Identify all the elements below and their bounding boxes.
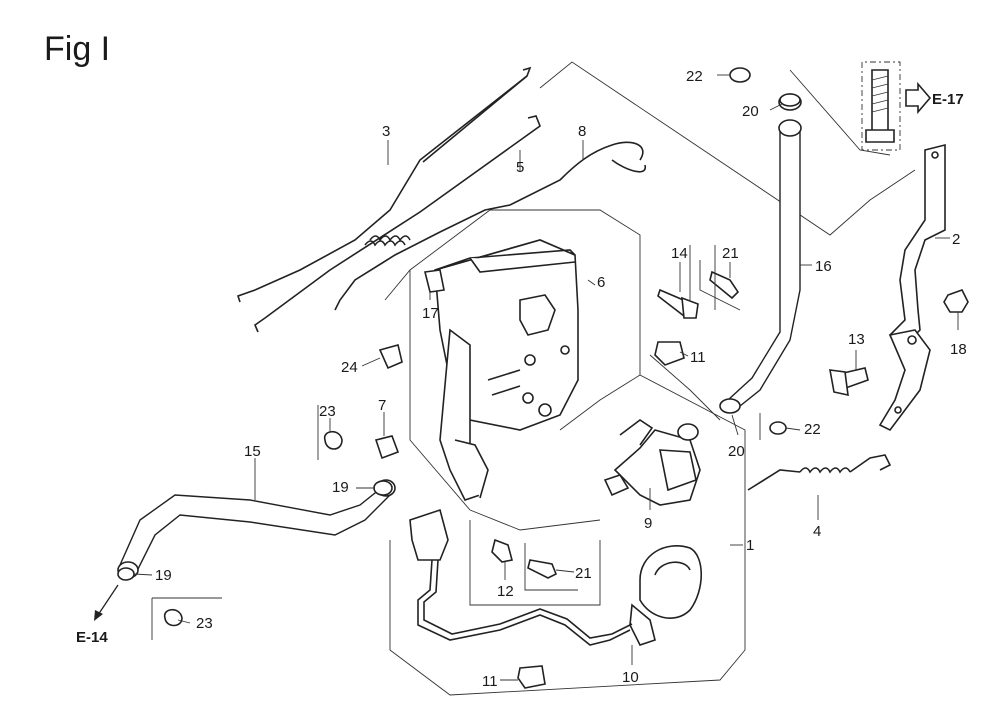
callout-12: 12 — [497, 583, 514, 600]
callout-16: 16 — [815, 258, 832, 275]
callout-numbers: 3 5 8 6 14 21 16 2 18 13 11 17 24 7 23 1… — [155, 68, 967, 690]
throttle-rod — [236, 66, 532, 303]
callout-18: 18 — [950, 341, 967, 358]
callout-23-lower: 23 — [196, 615, 213, 632]
callout-24: 24 — [341, 359, 358, 376]
callout-11-lower: 11 — [482, 673, 498, 690]
callout-21-lower: 21 — [575, 565, 592, 582]
callout-8: 8 — [578, 123, 586, 140]
fuel-tank-cap — [629, 545, 702, 646]
reference-e17: E-17 — [932, 91, 964, 108]
callout-1: 1 — [746, 537, 754, 554]
callout-20-lower: 20 — [728, 443, 745, 460]
callout-19-upper: 19 — [332, 479, 349, 496]
fuel-hose-16 — [727, 93, 802, 412]
callout-13: 13 — [848, 331, 865, 348]
callout-20-upper: 20 — [742, 103, 759, 120]
callout-11-upper: 11 — [690, 349, 706, 366]
callout-2: 2 — [952, 231, 960, 248]
fuel-hose-15 — [117, 479, 396, 579]
callout-23-upper: 23 — [319, 403, 336, 420]
leader-lines — [94, 74, 959, 681]
callout-22-upper: 22 — [686, 68, 703, 85]
callout-3: 3 — [382, 123, 390, 140]
callout-9: 9 — [644, 515, 652, 532]
hardware-parts — [117, 67, 969, 689]
e17-arrow — [905, 81, 932, 115]
callout-4: 4 — [813, 523, 821, 540]
return-spring — [747, 454, 892, 491]
control-lever — [878, 143, 946, 432]
assembly-outline-lines — [384, 61, 916, 696]
choke-rod — [334, 141, 646, 311]
governor-rod — [254, 115, 541, 333]
callout-14: 14 — [671, 245, 688, 262]
callout-17: 17 — [422, 305, 439, 322]
callout-5: 5 — [516, 159, 524, 176]
callout-22-lower: 22 — [804, 421, 821, 438]
callout-15: 15 — [244, 443, 261, 460]
reference-e14: E-14 — [76, 629, 108, 646]
callout-19-lower: 19 — [155, 567, 172, 584]
callout-7: 7 — [378, 397, 386, 414]
control-plate — [434, 239, 579, 501]
callout-10: 10 — [622, 669, 639, 686]
e17-bolt — [861, 61, 901, 151]
fuel-valve — [603, 419, 701, 506]
wire-harness — [409, 508, 633, 646]
callout-21-upper: 21 — [722, 245, 739, 262]
callout-6: 6 — [597, 274, 605, 291]
figure-title: Fig I — [44, 30, 111, 68]
